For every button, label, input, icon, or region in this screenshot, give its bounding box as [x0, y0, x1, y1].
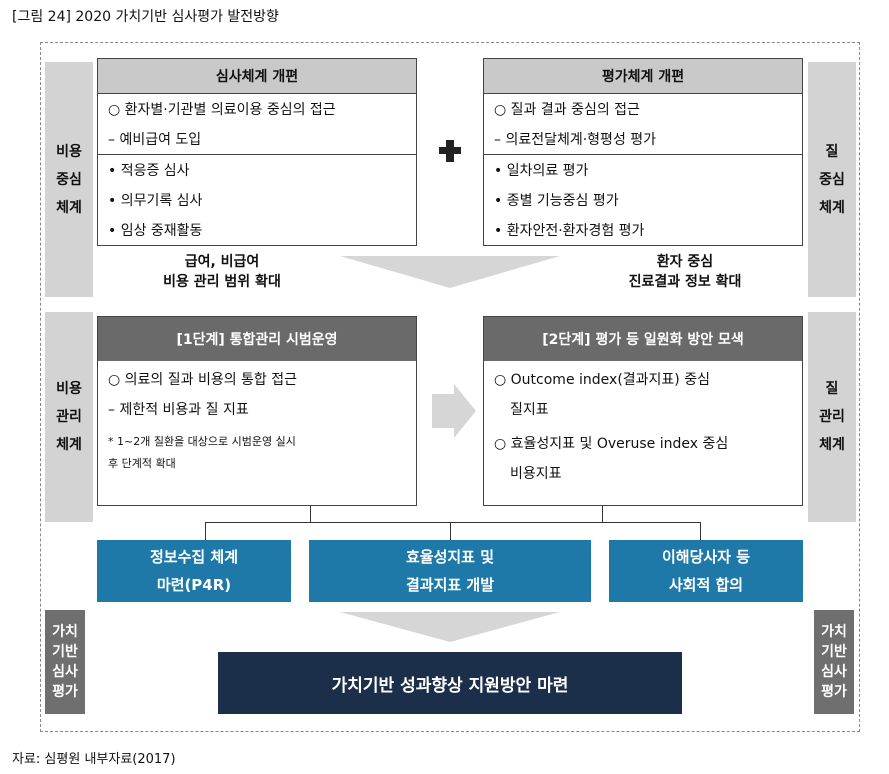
side-label-line: 평가	[821, 684, 847, 700]
stage1-box: [1단계] 통합관리 시범운영 ○ 의료의 질과 비용의 통합 접근 – 제한적…	[97, 316, 417, 506]
eval-line: • 일차의료 평가	[484, 154, 802, 185]
stage2-box: [2단계] 평가 등 일원화 방안 모색 ○ Outcome index(결과지…	[483, 316, 803, 506]
right-arrow-icon	[432, 384, 476, 438]
side-label-line: 기반	[52, 644, 78, 660]
side-label-line: 기반	[821, 644, 847, 660]
review-footer-line: 비용 관리 범위 확대	[163, 274, 281, 290]
stage2-line: ○ Outcome index(결과지표) 중심	[494, 372, 710, 388]
stage1-note: 후 단계적 확대	[108, 457, 176, 470]
eval-line: ○ 질과 결과 중심의 접근	[494, 102, 640, 118]
side-label-line: 비용	[56, 143, 82, 160]
connector-line	[602, 506, 603, 522]
blue-box-line: 이해당사자 등	[661, 548, 751, 566]
eval-line: – 의료전달체계·형평성 평가	[494, 132, 657, 148]
eval-footer: 환자 중심 진료결과 정보 확대	[570, 252, 800, 292]
final-goal-box: 가치기반 성과향상 지원방안 마련	[218, 652, 682, 714]
side-label-line: 질	[825, 143, 839, 160]
blue-box-indicator-development: 효율성지표 및 결과지표 개발	[309, 540, 591, 602]
side-label-quality-management: 질 관리 체계	[808, 312, 856, 522]
review-line: ○ 환자별·기관별 의료이용 중심의 접근	[108, 102, 336, 118]
review-footer-line: 급여, 비급여	[184, 254, 260, 270]
eval-line: • 환자안전·환자경험 평가	[494, 223, 645, 239]
eval-footer-line: 환자 중심	[656, 254, 714, 270]
review-line: • 임상 중재활동	[108, 223, 203, 239]
side-label-line: 관리	[819, 409, 845, 425]
side-label-line: 가치	[52, 624, 78, 640]
side-label-line: 체계	[819, 437, 845, 453]
source-note: 자료: 심평원 내부자료(2017)	[12, 752, 176, 767]
side-label-line: 비용	[56, 381, 82, 397]
stage2-line: ○ 효율성지표 및 Overuse index 중심	[494, 436, 729, 452]
review-system-title: 심사체계 개편	[98, 59, 416, 94]
review-line: • 의무기록 심사	[108, 193, 203, 209]
side-label-cost-centered: 비용 중심 체계	[45, 62, 93, 297]
figure-caption: [그림 24] 2020 가치기반 심사평가 발전방향	[12, 9, 279, 25]
side-label-line: 중심	[819, 171, 845, 188]
review-line: – 예비급여 도입	[108, 132, 202, 148]
down-arrow-icon-bottom	[340, 612, 560, 642]
side-label-line: 관리	[56, 409, 82, 425]
stage1-line: – 제한적 비용과 질 지표	[108, 402, 249, 418]
eval-line: • 종별 기능중심 평가	[494, 193, 619, 209]
side-label-line: 심사	[821, 664, 847, 680]
connector-line	[205, 522, 206, 540]
blue-box-line: 결과지표 개발	[405, 576, 495, 594]
side-label-line: 중심	[56, 171, 82, 188]
review-system-box: 심사체계 개편 ○ 환자별·기관별 의료이용 중심의 접근 – 예비급여 도입 …	[97, 58, 417, 246]
blue-box-info-collection: 정보수집 체계 마련(P4R)	[97, 540, 291, 602]
side-label-line: 체계	[819, 199, 845, 216]
eval-footer-line: 진료결과 정보 확대	[628, 274, 742, 290]
side-label-value-based-left: 가치 기반 심사 평가	[45, 610, 85, 714]
side-label-cost-management: 비용 관리 체계	[45, 312, 93, 522]
plus-icon-vertical	[446, 140, 454, 162]
stage2-line: 질지표	[510, 402, 549, 418]
review-footer: 급여, 비급여 비용 관리 범위 확대	[97, 252, 347, 292]
evaluation-system-box: 평가체계 개편 ○ 질과 결과 중심의 접근 – 의료전달체계·형평성 평가 •…	[483, 58, 803, 246]
diagram-frame	[40, 42, 860, 732]
evaluation-system-title: 평가체계 개편	[484, 59, 802, 94]
side-label-value-based-right: 가치 기반 심사 평가	[814, 610, 854, 714]
blue-box-line: 정보수집 체계	[149, 548, 239, 566]
down-arrow-icon	[340, 256, 560, 288]
side-label-line: 체계	[56, 437, 82, 453]
side-label-line: 체계	[56, 199, 82, 216]
stage2-title: [2단계] 평가 등 일원화 방안 모색	[484, 317, 802, 361]
connector-line	[700, 522, 701, 540]
blue-box-line: 사회적 합의	[668, 576, 744, 594]
stage1-title: [1단계] 통합관리 시범운영	[98, 317, 416, 361]
side-label-line: 심사	[52, 664, 78, 680]
blue-box-social-consensus: 이해당사자 등 사회적 합의	[609, 540, 803, 602]
blue-box-line: 효율성지표 및	[405, 548, 495, 566]
stage2-line: 비용지표	[510, 466, 562, 482]
side-label-quality-centered: 질 중심 체계	[808, 62, 856, 297]
side-label-line: 질	[825, 381, 839, 397]
stage1-note: * 1~2개 질환을 대상으로 시범운영 실시	[108, 435, 296, 448]
side-label-line: 가치	[821, 624, 847, 640]
review-line: • 적응증 심사	[98, 154, 416, 185]
side-label-line: 평가	[52, 684, 78, 700]
blue-box-line: 마련(P4R)	[156, 576, 232, 594]
connector-line	[310, 506, 311, 522]
connector-line	[450, 522, 451, 540]
stage1-line: ○ 의료의 질과 비용의 통합 접근	[108, 372, 298, 388]
connector-line	[205, 522, 700, 523]
